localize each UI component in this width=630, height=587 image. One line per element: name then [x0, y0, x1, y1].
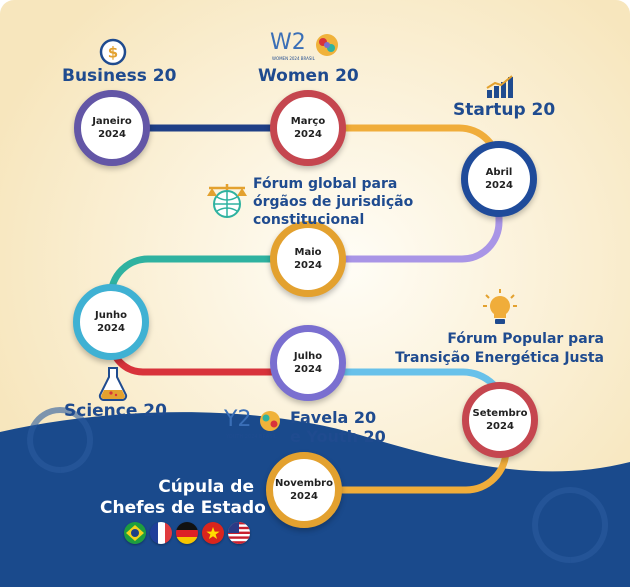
milestone-node-novembro: Novembro 2024	[266, 452, 342, 528]
y20-logo: Y2 YOUTH 2024 BRASIL	[224, 407, 286, 443]
svg-text:$: $	[108, 44, 118, 62]
bar-chart-icon	[486, 75, 513, 98]
milestone-year: 2024	[294, 129, 322, 140]
label-women-20: Women 20	[258, 66, 359, 86]
w20-logo-sub: WOMEN 2024 BRASIL	[272, 56, 315, 61]
path-segment-3	[308, 168, 503, 263]
label-line: Fórum Popular para	[447, 331, 604, 347]
w20-flower-icon	[316, 34, 338, 56]
dollar-icon: $	[99, 38, 127, 66]
milestone-month: Novembro	[275, 478, 333, 489]
milestone-month: Abril	[485, 167, 513, 178]
milestone-node-julho: Julho 2024	[270, 325, 346, 401]
label-line: órgãos de jurisdição	[253, 194, 414, 210]
label-business-20: Business 20	[62, 66, 177, 86]
label-science-20: Science 20	[64, 401, 167, 421]
y20-logo-sub: YOUTH 2024 BRASIL	[226, 434, 277, 440]
w20-logo: W2 WOMEN 2024 BRASIL	[270, 30, 350, 66]
milestone-node-setembro: Setembro 2024	[462, 382, 538, 458]
milestone-month: Junho	[95, 310, 127, 321]
milestone-year: 2024	[98, 129, 126, 140]
label-cupula: Cúpula de Chefes de Estado	[100, 477, 266, 519]
y20-logo-mark: Y2	[224, 407, 252, 432]
milestone-year: 2024	[294, 260, 322, 271]
flags-row	[124, 522, 254, 544]
y20-sun-icon	[260, 411, 280, 431]
milestone-node-maio: Maio 2024	[270, 221, 346, 297]
label-startup-20: Startup 20	[453, 100, 556, 120]
label-line: e Youth 20	[290, 427, 386, 446]
milestone-year: 2024	[97, 323, 125, 334]
milestone-month: Janeiro	[92, 116, 132, 127]
flask-icon	[98, 367, 128, 401]
milestone-year: 2024	[485, 180, 513, 191]
label-line: constitucional	[253, 212, 365, 228]
milestone-node-janeiro: Janeiro 2024	[74, 90, 150, 166]
label-forum-global: Fórum global para órgãos de jurisdição c…	[253, 175, 413, 229]
milestone-year: 2024	[290, 491, 318, 502]
brazil-flag-icon	[124, 522, 146, 544]
vietnam-flag-icon	[202, 522, 224, 544]
label-line: Fórum global para	[253, 176, 398, 192]
milestone-month: Março	[290, 116, 326, 127]
milestone-node-abril: Abril 2024	[461, 141, 537, 217]
label-line: Transição Energética Justa	[395, 350, 604, 366]
label-favela-youth: Favela 20 e Youth 20	[290, 408, 386, 446]
lightbulb-icon	[483, 289, 517, 324]
label-line: Cúpula de	[158, 477, 254, 497]
label-forum-popular: Fórum Popular para Transição Energética …	[392, 330, 604, 368]
milestone-node-marco: Março 2024	[270, 90, 346, 166]
usa-flag-icon	[228, 522, 250, 544]
label-line: Chefes de Estado	[100, 498, 266, 518]
scales-of-justice-icon	[207, 184, 247, 218]
france-flag-icon	[150, 522, 172, 544]
milestone-year: 2024	[294, 364, 322, 375]
milestone-month: Maio	[294, 247, 322, 258]
milestone-month: Setembro	[472, 408, 528, 419]
label-line: Favela 20	[290, 408, 377, 427]
w20-logo-mark: W2	[270, 30, 306, 55]
germany-flag-icon	[176, 522, 198, 544]
milestone-node-junho: Junho 2024	[73, 284, 149, 360]
milestone-month: Julho	[293, 351, 323, 362]
milestone-year: 2024	[486, 421, 514, 432]
